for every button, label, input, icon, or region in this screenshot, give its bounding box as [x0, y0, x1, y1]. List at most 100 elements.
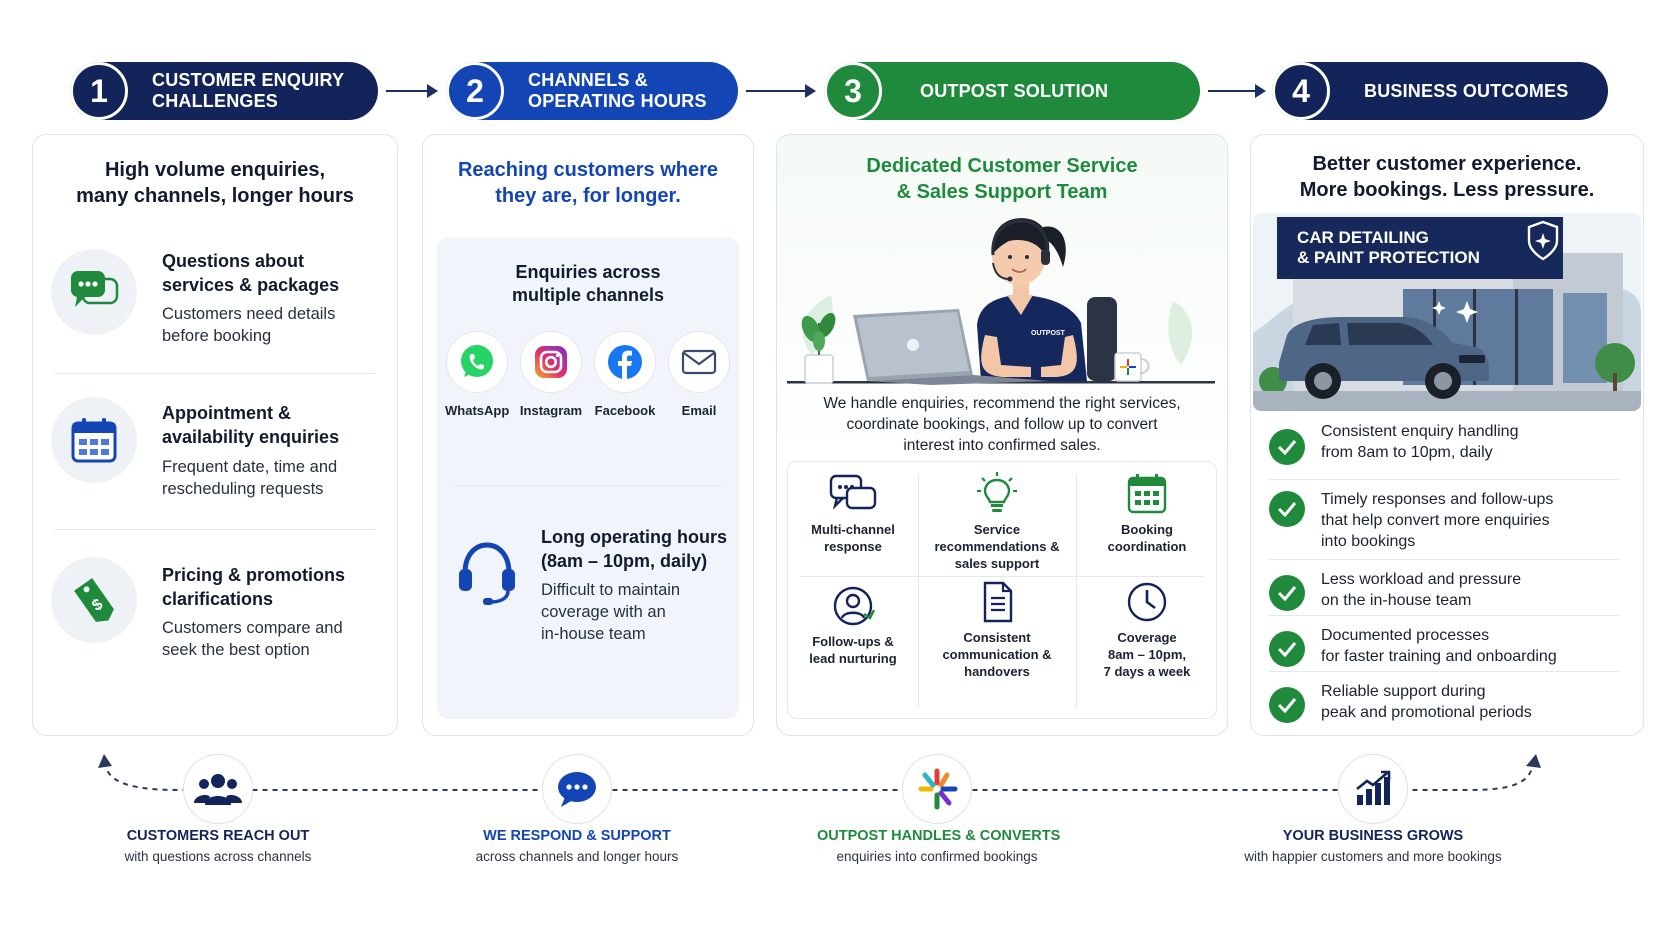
challenges-title-line2: many channels, longer hours	[76, 185, 354, 207]
lightbulb-icon	[918, 470, 1076, 521]
step-1-title-line1: CUSTOMER ENQUIRY	[152, 70, 345, 90]
solution-title: Dedicated Customer Service & Sales Suppo…	[777, 153, 1227, 205]
check-icon	[1269, 429, 1305, 465]
step-4-title-line1: BUSINESS OUTCOMES	[1364, 80, 1569, 101]
challenge-divider-1	[55, 373, 375, 374]
channels-box-title: Enquiries across multiple channels	[437, 261, 739, 307]
booking-calendar-icon	[1076, 472, 1218, 521]
service-follow-ups: Follow-ups & lead nurturing	[788, 584, 918, 667]
solution-panel: Dedicated Customer Service & Sales Suppo…	[776, 134, 1228, 736]
challenge-2-heading-line2: availability enquiries	[162, 427, 340, 447]
service-3-line1: Booking	[1121, 522, 1173, 537]
outcomes-title-line2: More bookings. Less pressure.	[1299, 179, 1595, 201]
channel-instagram[interactable]: Instagram	[519, 331, 583, 418]
outcome-2-line3: into bookings	[1321, 533, 1416, 550]
flow-3-sub: enquiries into confirmed bookings	[836, 849, 1038, 864]
channel-whatsapp[interactable]: WhatsApp	[445, 331, 509, 418]
challenge-1-desc: Customers need details before booking	[162, 303, 335, 347]
service-5-line1: Consistent	[963, 630, 1031, 645]
step-1-title-line2: CHALLENGES	[152, 91, 279, 111]
shirt-logo-text: OUTPOST	[1031, 330, 1066, 337]
whatsapp-icon	[446, 331, 508, 393]
check-icon	[1269, 687, 1305, 723]
solution-title-line2: & Sales Support Team	[896, 181, 1108, 203]
challenge-1-heading-line2: services & packages	[162, 275, 340, 295]
car-detailing-shop-illustration: CAR DETAILING & PAINT PROTECTION	[1253, 213, 1641, 411]
outcome-divider-4	[1269, 671, 1619, 672]
challenge-2-desc-line1: Frequent date, time and	[162, 458, 338, 476]
challenge-3-heading: Pricing & promotions clarifications	[162, 563, 345, 611]
service-1-line1: Multi-channel	[811, 522, 895, 537]
step-2-title-line2: OPERATING HOURS	[528, 91, 707, 111]
user-followup-icon	[788, 584, 918, 633]
service-6-line1: Coverage	[1117, 630, 1177, 645]
step-1-number: 1	[70, 62, 128, 120]
chat-icon	[542, 754, 612, 824]
document-icon	[918, 580, 1076, 629]
challenge-1-heading: Questions about services & packages	[162, 249, 339, 297]
outcome-1: Consistent enquiry handling from 8am to …	[1321, 421, 1518, 463]
channel-email[interactable]: Email	[667, 331, 731, 418]
challenge-3-heading-line1: Pricing & promotions	[162, 565, 346, 585]
service-booking-label: Booking coordination	[1076, 521, 1218, 555]
channel-facebook-label: Facebook	[594, 403, 656, 418]
channel-facebook[interactable]: Facebook	[593, 331, 657, 418]
challenge-3-desc-line2: seek the best option	[162, 641, 310, 659]
service-4-line2: lead nurturing	[809, 651, 897, 666]
step-3-title-line1: OUTPOST SOLUTION	[920, 80, 1109, 101]
sign-line-1: CAR DETAILING	[1297, 228, 1429, 247]
step-4-title: BUSINESS OUTCOMES	[1330, 81, 1568, 102]
channels-title-line2: they are, for longer.	[495, 185, 681, 207]
solution-desc-line1: We handle enquiries, recommend the right…	[823, 395, 1181, 412]
hours-desc: Difficult to maintain coverage with an i…	[541, 579, 680, 645]
service-6-line2: 8am – 10pm,	[1107, 647, 1187, 662]
step-4-header: 4 BUSINESS OUTCOMES	[1272, 62, 1608, 120]
step-3-header: 3 OUTPOST SOLUTION	[824, 62, 1200, 120]
challenge-3-desc-line1: Customers compare and	[162, 619, 343, 637]
service-multi-channel-label: Multi-channel response	[788, 521, 918, 555]
outcomes-title: Better customer experience. More booking…	[1251, 151, 1643, 203]
outcome-3: Less workload and pressure on the in-hou…	[1321, 569, 1521, 611]
flow-4-sub: with happier customers and more bookings	[1244, 849, 1502, 864]
outcome-1-line1: Consistent enquiry handling	[1321, 423, 1519, 440]
flow-dashed-path	[98, 754, 1541, 791]
outcomes-panel: Better customer experience. More booking…	[1250, 134, 1644, 736]
service-communication: Consistent communication & handovers	[918, 580, 1076, 680]
headset-icon	[455, 537, 519, 612]
outcomes-title-line1: Better customer experience.	[1312, 153, 1582, 175]
instagram-icon	[520, 331, 582, 393]
solution-desc: We handle enquiries, recommend the right…	[777, 393, 1227, 456]
sign-line-2: & PAINT PROTECTION	[1297, 248, 1480, 267]
challenge-3-heading-line2: clarifications	[162, 589, 274, 609]
outcome-5-line1: Reliable support during	[1321, 683, 1486, 700]
step-4-number: 4	[1272, 62, 1330, 120]
services-vline-2	[1076, 474, 1077, 708]
flow-1-sub: with questions across channels	[124, 849, 312, 864]
channels-box: Enquiries across multiple channels Whats…	[437, 237, 739, 719]
service-communication-label: Consistent communication & handovers	[918, 629, 1076, 680]
channels-box-title-line1: Enquiries across	[515, 262, 661, 282]
challenge-1-heading-line1: Questions about	[162, 251, 305, 271]
outcome-2-line2: that help convert more enquiries	[1321, 512, 1550, 529]
service-follow-ups-label: Follow-ups & lead nurturing	[788, 633, 918, 667]
email-icon	[668, 331, 730, 393]
check-icon	[1269, 575, 1305, 611]
service-multi-channel: Multi-channel response	[788, 472, 918, 555]
service-6-line3: 7 days a week	[1103, 664, 1191, 679]
outcome-4-line2: for faster training and onboarding	[1321, 648, 1557, 665]
channel-email-label: Email	[681, 403, 717, 418]
challenge-2-heading-line1: Appointment &	[162, 403, 291, 423]
arrow-1-2	[386, 84, 438, 98]
service-5-line3: handovers	[964, 664, 1030, 679]
hours-heading-line2: (8am – 10pm, daily)	[541, 551, 708, 571]
outpost-logo-icon	[902, 754, 972, 824]
flow-2-sub: across channels and longer hours	[475, 849, 679, 864]
check-icon	[1269, 631, 1305, 667]
challenge-1-desc-line1: Customers need details	[162, 305, 336, 323]
channel-whatsapp-label: WhatsApp	[445, 403, 510, 418]
service-4-line1: Follow-ups &	[812, 634, 894, 649]
growth-chart-icon	[1338, 754, 1408, 824]
services-hline	[800, 576, 1204, 577]
price-tag-icon: $	[51, 557, 137, 643]
